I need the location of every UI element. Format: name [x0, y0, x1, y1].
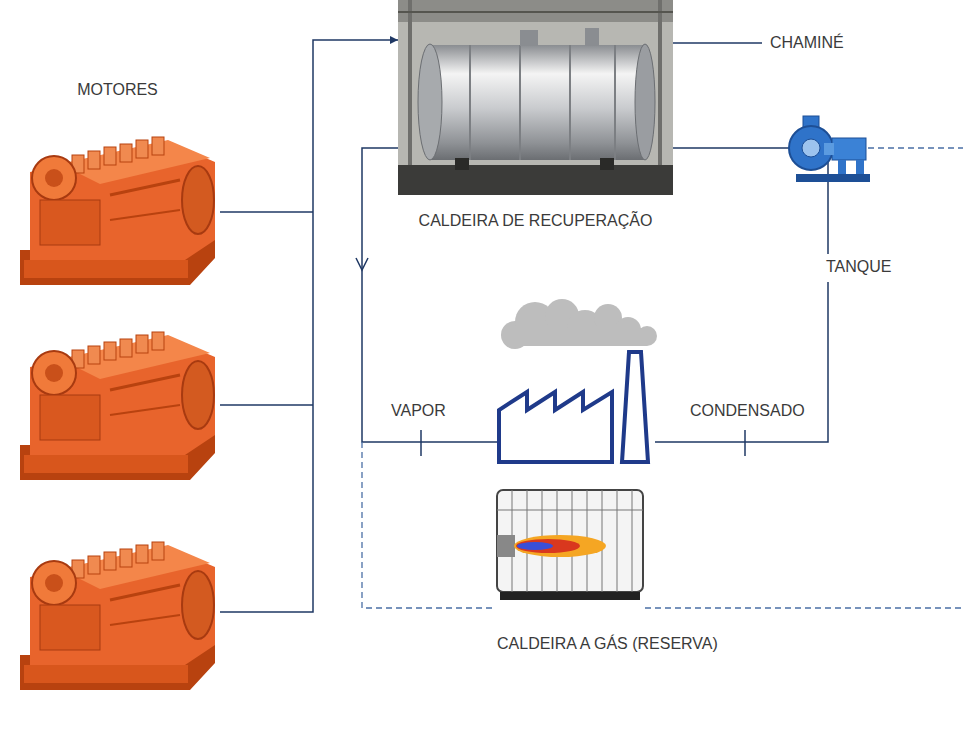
recovery-boiler-photo [398, 165, 673, 195]
node-label: TANQUE [826, 257, 891, 277]
node-label: CHAMINÉ [770, 33, 844, 53]
recovery-boiler-photo [430, 45, 645, 160]
gas-boiler-icon [516, 539, 580, 553]
recovery-boiler-photo [585, 28, 599, 46]
factory-icon [622, 352, 648, 462]
node-label: CALDEIRA A GÁS (RESERVA) [497, 634, 718, 654]
backup-line [362, 148, 963, 608]
gas-boiler-icon [632, 490, 633, 592]
node-label: CALDEIRA DE RECUPERAÇÃO [419, 211, 653, 231]
pump-icon [796, 174, 870, 182]
gas-boiler-icon [617, 490, 618, 592]
recovery-boiler-photo [614, 45, 616, 160]
label-holder: CONDENSADO [690, 401, 805, 421]
factory-icon [499, 299, 657, 462]
chimney-outlet: CHAMINÉ [762, 30, 852, 56]
steam-line [356, 258, 368, 270]
gas-boiler-icon [517, 542, 553, 550]
flow-label: VAPOR [391, 401, 446, 421]
backup-line [868, 147, 963, 148]
tank: TANQUE [822, 254, 895, 280]
gas-boiler-icon [497, 510, 643, 511]
recovery-boiler-photo [469, 45, 471, 160]
node-label: MOTORES [77, 80, 158, 100]
recovery-boiler-photo [398, 11, 673, 13]
recovery-boiler: CALDEIRA DE RECUPERAÇÃO [398, 0, 673, 235]
exhaust-line [220, 404, 313, 406]
pump-icon [832, 138, 866, 160]
gas-boiler-icon [497, 535, 515, 557]
recovery-boiler-photo [398, 0, 673, 195]
condensate-line [655, 282, 828, 456]
recovery-boiler-photo [398, 0, 673, 22]
factory-icon [499, 392, 612, 462]
engine-picture [20, 137, 215, 285]
gas-boiler-icon [514, 535, 606, 557]
factory-icon [515, 328, 647, 346]
engine-group: MOTORES [15, 78, 220, 708]
pump-icon [789, 116, 870, 182]
recovery-boiler-photo [635, 44, 655, 160]
pump-icon [824, 143, 834, 155]
backup-line [645, 607, 963, 608]
steam-line [362, 148, 497, 442]
engine-picture [20, 542, 215, 690]
recovery-boiler-photo [470, 45, 615, 160]
factory-icon [501, 299, 657, 349]
steam-line [356, 148, 497, 456]
condensate-line [744, 430, 746, 456]
recovery-boiler-photo [418, 44, 442, 160]
engine-picture [20, 137, 215, 690]
pump-icon [838, 160, 846, 174]
exhaust-line [220, 211, 313, 213]
exhaust-line [220, 212, 313, 405]
gas-boiler-icon [497, 490, 643, 592]
recovery-boiler-photo [519, 45, 521, 160]
recovery-boiler-photo [520, 30, 538, 46]
pump-icon [856, 160, 864, 174]
recovery-boiler-photo [455, 158, 469, 170]
gas-boiler: CALDEIRA A GÁS (RESERVA) [490, 482, 765, 660]
pump-icon [802, 139, 820, 157]
condensate-line [655, 282, 828, 442]
engine-picture [20, 332, 215, 480]
recovery-boiler-photo [600, 158, 614, 170]
gas-boiler-icon [497, 490, 643, 592]
gas-boiler-icon [602, 490, 603, 592]
recovery-boiler-photo [569, 45, 571, 160]
flow-label: CONDENSADO [690, 401, 805, 421]
pipe-connector [220, 40, 398, 612]
pump-icon [789, 126, 833, 170]
steam-line [420, 430, 422, 456]
gas-boiler-icon [497, 490, 643, 600]
pipe-connector [673, 42, 762, 44]
gas-boiler-icon [500, 592, 640, 600]
label-holder: VAPOR [391, 401, 446, 421]
recovery-boiler-photo [398, 0, 673, 195]
backup-line [362, 442, 495, 608]
